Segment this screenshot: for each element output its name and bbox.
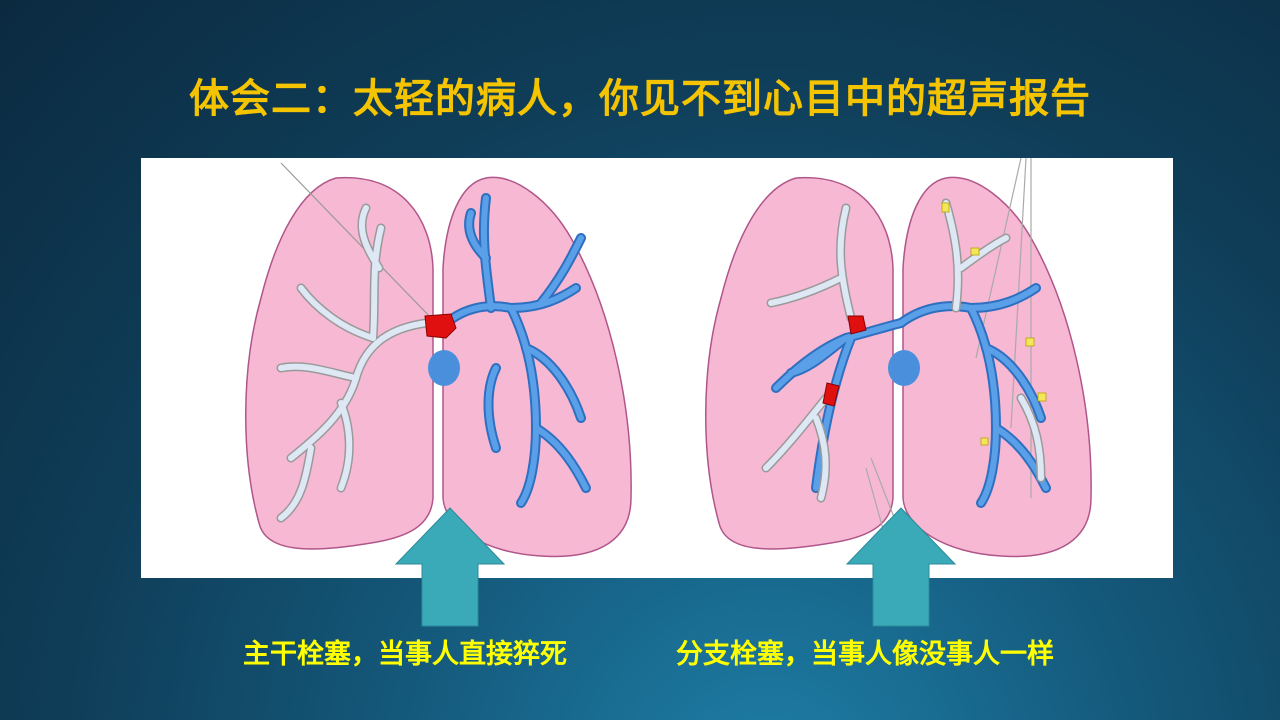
- arrow-up-icon: [845, 507, 957, 627]
- clot-main: [424, 313, 457, 339]
- caption-main-trunk: 主干栓塞，当事人直接猝死: [243, 639, 567, 670]
- lung-diagram-main-trunk: [244, 162, 632, 558]
- lung-diagram-branch: [704, 158, 1092, 559]
- lung-diagrams: [244, 158, 1092, 559]
- arrow-up-icon: [394, 507, 506, 627]
- caption-branch: 分支栓塞，当事人像没事人一样: [676, 639, 1054, 670]
- slide-title: 体会二：太轻的病人，你见不到心目中的超声报告: [189, 76, 1091, 122]
- lung-diagram-panel: [141, 158, 1173, 578]
